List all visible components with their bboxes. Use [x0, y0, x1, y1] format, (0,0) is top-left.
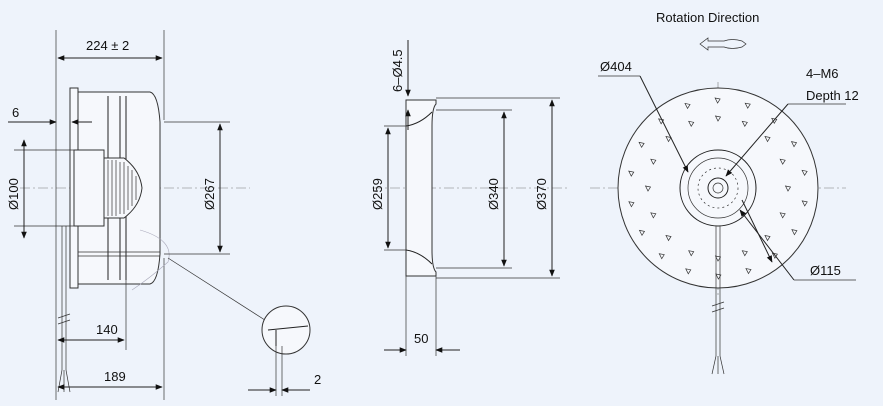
blade-inlet-mark — [764, 235, 771, 242]
blade-inlet-mark — [638, 229, 646, 237]
blade-inlet-mark — [745, 268, 752, 275]
dim-370-label: Ø370 — [534, 178, 549, 210]
blade-inlet-mark — [628, 170, 635, 177]
thread-leader — [725, 103, 789, 177]
blade-inlet-mark — [764, 136, 771, 143]
cable-wires — [57, 369, 71, 393]
front-cable — [715, 226, 721, 356]
blade-inlet-mark — [644, 185, 652, 192]
dim-404-label: Ø404 — [600, 59, 632, 74]
cable-break — [57, 313, 71, 325]
blade-inlet-mark — [684, 102, 691, 110]
blade-inlet-mark — [638, 141, 645, 149]
blade-inlet-mark — [650, 212, 657, 219]
blade-inlet-mark — [665, 136, 672, 143]
blade-inlet-mark — [658, 253, 665, 260]
dim-267-label: Ø267 — [202, 178, 217, 210]
cable — [61, 226, 67, 370]
detail-edge — [267, 325, 309, 346]
blade-inlet-mark — [685, 268, 692, 275]
side-view: 224 ± 2 6 Ø100 Ø267 140 189 2 — [6, 30, 321, 400]
blade-inlet-mark — [744, 102, 751, 109]
blade-inlet-mark — [665, 235, 672, 242]
hub-center — [707, 177, 729, 199]
dim-115-label: Ø115 — [810, 263, 841, 278]
dim-holes-label: 6–Ø4.5 — [390, 49, 405, 92]
hub-bolt-circle — [697, 167, 739, 209]
dim-115-line — [741, 199, 773, 263]
detail-leader — [167, 257, 269, 323]
front-cable-break — [711, 301, 725, 313]
depth-label: Depth 12 — [806, 88, 859, 103]
thread-label: 4–M6 — [806, 66, 839, 81]
dim-140-label: 140 — [96, 322, 118, 337]
blade-inlet-mark — [714, 115, 722, 122]
blade-inlet-mark — [790, 141, 798, 148]
section-plate — [405, 99, 437, 277]
front-cable-wires — [711, 355, 725, 375]
hub-ring — [679, 149, 757, 227]
hub-shaft — [712, 182, 724, 194]
detail-dim-label: 2 — [314, 372, 321, 387]
blade-inlet-mark — [741, 120, 748, 128]
blade-inlet-mark — [650, 158, 657, 165]
rotation-label: Rotation Direction — [656, 10, 759, 25]
blade-inlet-mark — [741, 250, 748, 257]
blade-inlet-mark — [714, 255, 722, 262]
motor-housing — [73, 149, 105, 227]
dim-340-label: Ø340 — [486, 178, 501, 210]
blade-inlets — [628, 97, 808, 280]
detail-circle — [261, 305, 311, 355]
blade-inlet-mark — [714, 97, 721, 104]
blade-inlet-mark — [779, 212, 786, 219]
blade-inlet-mark — [784, 185, 792, 192]
blade-inlet-mark — [801, 169, 808, 177]
blade-inlet-mark — [801, 200, 808, 207]
motor-fins — [103, 157, 143, 219]
blade-inlet-mark — [715, 273, 722, 280]
blade-inlet-mark — [688, 250, 695, 257]
ghost-outline — [131, 229, 170, 291]
dim-100-label: Ø100 — [6, 178, 21, 210]
dim-404-leader — [639, 75, 689, 173]
dim-115-leader — [739, 209, 795, 281]
rotation-arrow-icon — [699, 37, 747, 51]
dim-6-label: 6 — [12, 105, 19, 120]
dim-259-label: Ø259 — [370, 178, 385, 210]
blade-inlet-mark — [791, 229, 798, 236]
motor-fin-lines — [107, 160, 137, 216]
front-view: Rotation Direction Ø404 4–M6 Depth 12 Ø1… — [590, 10, 859, 375]
dim-224-label: 224 ± 2 — [86, 38, 129, 53]
hub-inner-ring — [687, 157, 749, 219]
blade-inlet-mark — [779, 158, 786, 165]
section-view: 6–Ø4.5 Ø259 Ø340 Ø370 50 — [370, 40, 570, 356]
dim-189-label: 189 — [104, 369, 126, 384]
blade-inlet-mark — [628, 201, 635, 208]
dim-50-label: 50 — [414, 331, 428, 346]
blade-inlet-mark — [688, 120, 695, 128]
outer-disc — [617, 87, 819, 289]
